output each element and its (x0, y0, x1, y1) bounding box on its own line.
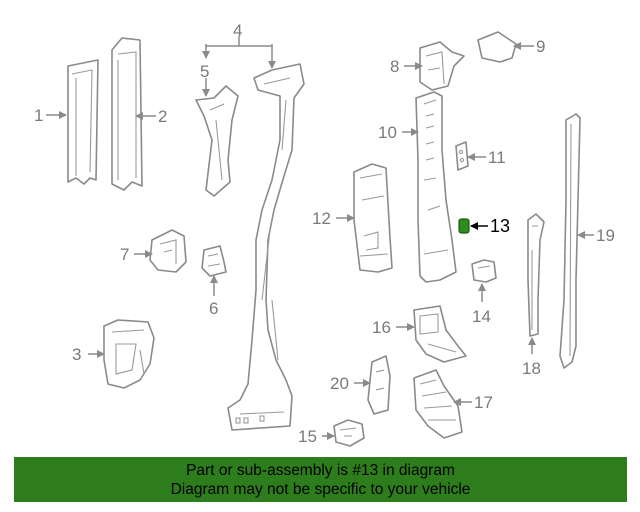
part-13-highlighted[interactable] (458, 218, 470, 234)
part-7[interactable] (149, 229, 187, 273)
part-15[interactable] (333, 419, 365, 447)
callout-15: 15 (298, 427, 317, 446)
leader-lines (46, 36, 594, 440)
part-2[interactable] (111, 37, 143, 191)
callout-3: 3 (72, 345, 81, 364)
part-3[interactable] (103, 319, 155, 389)
part-14[interactable] (471, 259, 497, 283)
part-11[interactable] (455, 141, 469, 171)
part-6[interactable] (201, 245, 227, 277)
part-18[interactable] (527, 213, 545, 337)
part-17[interactable] (413, 369, 463, 439)
part-16[interactable] (413, 305, 467, 363)
part-19[interactable] (559, 113, 581, 369)
part-9[interactable] (477, 31, 517, 63)
callout-7: 7 (120, 245, 129, 264)
callout-16: 16 (372, 318, 391, 337)
callout-10: 10 (378, 123, 397, 142)
part-5[interactable] (195, 85, 239, 197)
callout-6: 6 (209, 299, 218, 318)
info-banner: Part or sub-assembly is #13 in diagram D… (14, 457, 627, 502)
callout-8: 8 (390, 57, 399, 76)
part-8[interactable] (419, 41, 465, 91)
part-20[interactable] (367, 355, 391, 415)
callout-18: 18 (522, 359, 541, 378)
callout-4: 4 (233, 21, 242, 40)
part-4[interactable] (227, 63, 305, 431)
callout-13: 13 (490, 216, 510, 236)
callout-14: 14 (472, 307, 491, 326)
callout-20: 20 (330, 374, 349, 393)
callout-12: 12 (312, 209, 331, 228)
part-10[interactable] (415, 91, 457, 283)
banner-line-2: Diagram may not be specific to your vehi… (170, 481, 471, 498)
part-12[interactable] (353, 163, 393, 273)
callout-17: 17 (474, 393, 493, 412)
callout-1: 1 (34, 106, 43, 125)
banner-line-1: Part or sub-assembly is #13 in diagram (186, 462, 455, 479)
callout-19: 19 (596, 226, 615, 245)
callout-5: 5 (200, 62, 209, 81)
callout-11: 11 (488, 148, 506, 167)
callout-9: 9 (536, 37, 545, 56)
part-1[interactable] (67, 59, 99, 185)
callout-2: 2 (158, 107, 167, 126)
